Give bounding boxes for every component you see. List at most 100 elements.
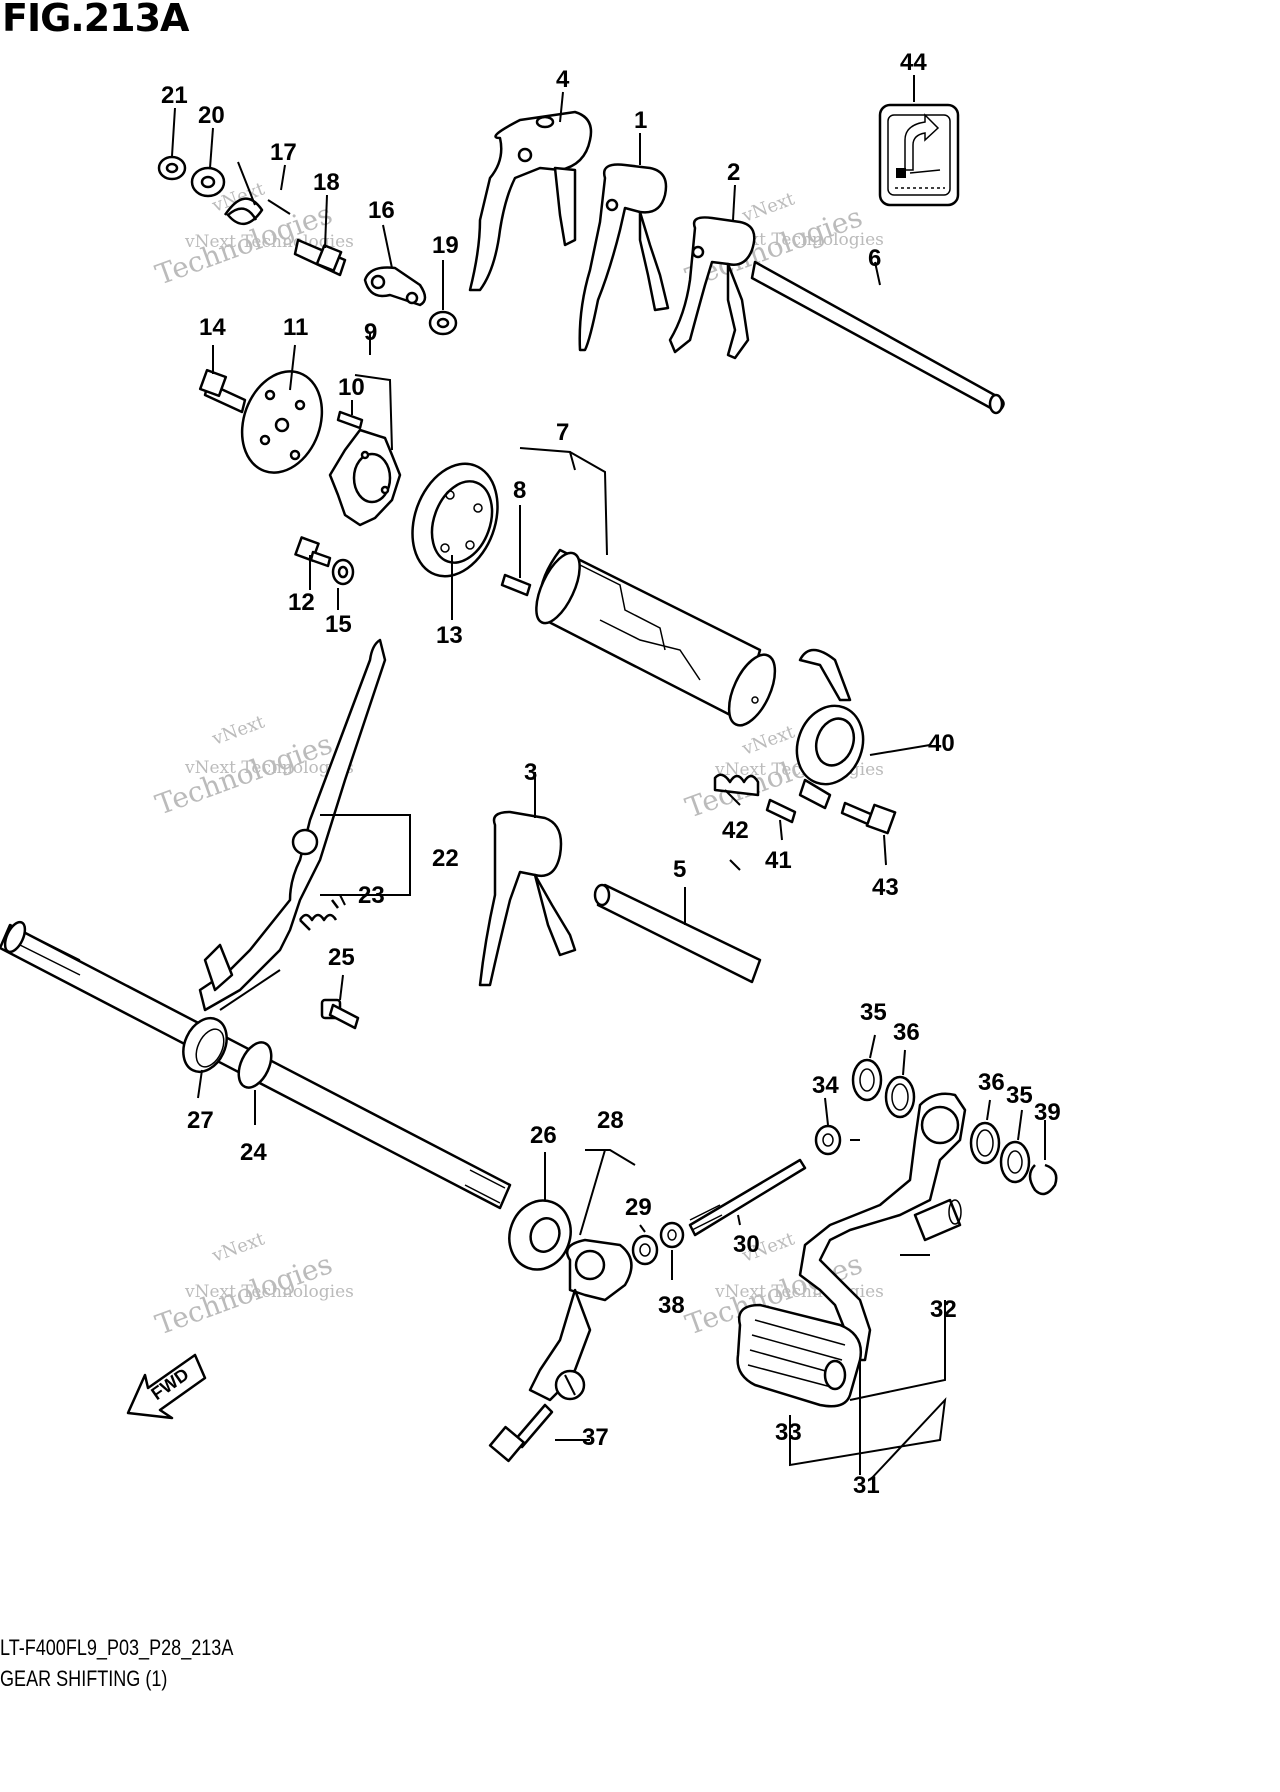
callout-17: 17 (270, 139, 297, 166)
pin-10 (336, 410, 364, 430)
pivot-29 (631, 1234, 659, 1266)
shift-fork-1 (578, 163, 670, 352)
bolt-37 (488, 1403, 554, 1463)
shift-fork-4 (468, 110, 593, 292)
callout-44: 44 (900, 49, 927, 76)
callout-43: 43 (872, 874, 899, 901)
callout-2: 2 (727, 159, 740, 186)
callout-6: 6 (868, 245, 881, 272)
pin-8 (500, 573, 532, 597)
nut-21 (157, 155, 187, 181)
svg-text:vNext: vNext (209, 1228, 269, 1267)
callout-19: 19 (432, 232, 459, 259)
callout-36-left: 36 (893, 1019, 920, 1046)
callout-38: 38 (658, 1292, 685, 1319)
callout-8: 8 (513, 477, 526, 504)
shift-fork-3 (478, 810, 577, 987)
callout-36-right: 36 (978, 1069, 1005, 1096)
washer-36-right (969, 1121, 1001, 1165)
callout-37: 37 (582, 1424, 609, 1451)
circlip-39 (1028, 1163, 1058, 1196)
callout-10: 10 (338, 374, 365, 401)
watermark-bottom-left: vNext vNext Technologies Technologies (151, 1228, 354, 1341)
washer-36-left (884, 1075, 916, 1119)
washer-20 (190, 166, 226, 198)
callout-15: 15 (325, 611, 352, 638)
callout-32: 32 (930, 1296, 957, 1323)
spring-42 (713, 773, 760, 797)
bolt-30 (688, 1158, 807, 1237)
callout-14: 14 (199, 314, 226, 341)
shift-fork-shaft-6 (750, 260, 1005, 415)
gear-shift-lever-31 (798, 1092, 967, 1362)
callout-11: 11 (283, 314, 308, 341)
bolt-18 (293, 238, 347, 277)
callout-3: 3 (524, 759, 537, 786)
pin-41 (765, 798, 797, 824)
pedal-rubber-sleeve-32 (913, 1198, 962, 1242)
callout-22: 22 (432, 845, 459, 872)
callout-18: 18 (313, 169, 340, 196)
callout-26: 26 (530, 1122, 557, 1149)
callout-4: 4 (556, 66, 570, 93)
spring-17 (223, 161, 291, 225)
bolt-12 (294, 536, 332, 568)
svg-text:vNext Technologies: vNext Technologies (184, 758, 354, 778)
gear-shift-cam-plate-11 (240, 370, 324, 474)
washer-35-left (851, 1058, 883, 1102)
callout-39: 39 (1034, 1099, 1061, 1126)
svg-text:vNext: vNext (739, 188, 799, 227)
gear-position-sensor-40 (795, 648, 865, 810)
gear-shift-arm-22 (198, 638, 387, 1012)
shift-fork-2 (668, 216, 756, 360)
figure-title: FIG.213A (2, 0, 189, 40)
callout-24: 24 (240, 1139, 267, 1166)
leader-lines (171, 75, 1046, 1481)
callout-34: 34 (812, 1072, 839, 1099)
spring-23 (298, 899, 339, 931)
callout-7: 7 (556, 419, 569, 446)
diagram-name: GEAR SHIFTING (1) (0, 1666, 168, 1691)
callout-33: 33 (775, 1419, 802, 1446)
washer-24 (237, 1041, 273, 1089)
callout-5: 5 (673, 856, 686, 883)
shift-lever-28 (528, 1238, 633, 1402)
washer-35-right (999, 1140, 1031, 1184)
washer-19 (428, 310, 458, 336)
oil-seal-26 (508, 1199, 572, 1271)
callout-40: 40 (928, 730, 955, 757)
svg-text:vNext Technologies: vNext Technologies (714, 230, 884, 250)
callout-35-right: 35 (1006, 1082, 1033, 1109)
callout-23: 23 (358, 882, 385, 909)
callout-29: 29 (625, 1194, 652, 1221)
callout-30: 30 (733, 1231, 760, 1258)
forward-direction-arrow-icon: FWD (126, 1353, 207, 1420)
callout-21: 21 (161, 82, 188, 109)
bolt-25 (320, 998, 360, 1030)
gear-shift-cam-drum-7 (535, 548, 777, 727)
nut-38 (659, 1221, 685, 1249)
callout-13: 13 (436, 622, 463, 649)
callout-41: 41 (765, 847, 792, 874)
stopper-arm-16 (363, 266, 427, 307)
shift-pattern-label-icon (878, 103, 960, 207)
callout-35-left: 35 (860, 999, 887, 1026)
washer-15 (331, 558, 355, 586)
callout-31: 31 (853, 1472, 880, 1499)
callout-9: 9 (364, 319, 377, 346)
callout-25: 25 (328, 944, 355, 971)
nut-34 (814, 1124, 842, 1156)
bearing-13 (411, 462, 499, 578)
callout-1: 1 (634, 107, 647, 134)
callout-20: 20 (198, 102, 225, 129)
callout-27: 27 (187, 1107, 214, 1134)
callout-42: 42 (722, 817, 749, 844)
gear-shift-cam-9 (328, 428, 402, 527)
callout-16: 16 (368, 197, 395, 224)
callout-28: 28 (597, 1107, 624, 1134)
diagram-code: LT-F400FL9_P03_P28_213A (0, 1635, 234, 1660)
bolt-14 (198, 368, 247, 414)
shift-fork-shaft-5 (593, 883, 762, 984)
callout-numbers: 21 20 17 18 16 19 4 1 2 6 44 14 11 9 10 … (161, 49, 1061, 1499)
